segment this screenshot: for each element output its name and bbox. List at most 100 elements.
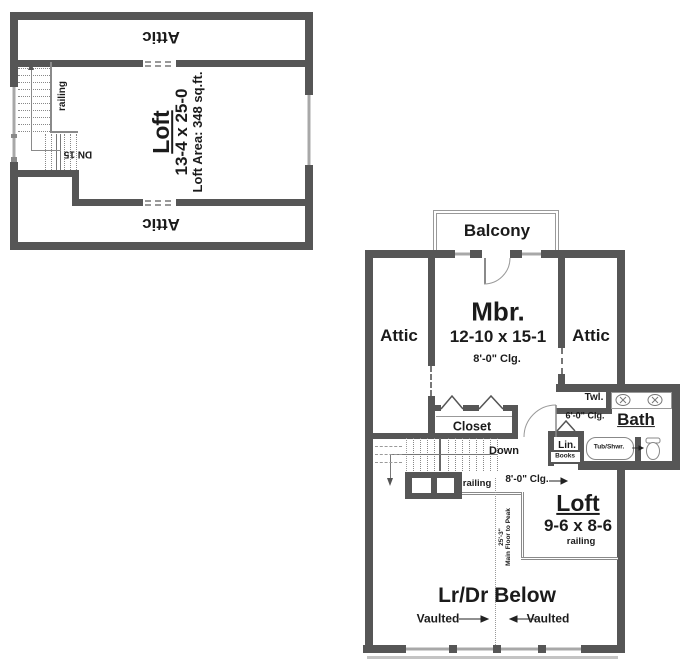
attic-label: Attic <box>142 27 180 47</box>
interior-wall <box>428 250 435 366</box>
closet-wall <box>503 405 517 411</box>
linen-wall <box>548 431 581 437</box>
bath-wall <box>606 392 612 414</box>
loft-title: Loft <box>148 110 175 154</box>
closet-label: Closet <box>452 419 492 434</box>
loft-dims: 9-6 x 8-6 <box>543 516 613 536</box>
bath-wall <box>635 437 641 461</box>
loft-title: Loft <box>556 489 600 516</box>
exterior-wall <box>581 645 625 653</box>
wall-opening-dashes <box>145 200 173 202</box>
attic-label: Attic <box>142 214 180 234</box>
tub-label: Tub/Shwr. <box>593 443 625 451</box>
door-leaf <box>484 258 486 284</box>
bath-label: Bath <box>617 410 655 430</box>
towel-label: Twl. <box>584 391 604 403</box>
exterior-wall <box>365 250 373 653</box>
bath-wall <box>672 384 680 470</box>
balcony-door-arc <box>483 257 511 285</box>
exterior-wall <box>510 250 522 258</box>
window <box>406 645 449 653</box>
window <box>305 95 313 165</box>
stair-tread <box>18 68 50 69</box>
linen-label: Lin. <box>558 439 576 451</box>
bath-wall <box>556 384 680 392</box>
stair-tread <box>497 438 498 471</box>
stair-direction-line <box>390 454 497 455</box>
window <box>457 645 493 653</box>
exterior-wall <box>541 250 625 258</box>
window <box>501 645 538 653</box>
exterior-wall <box>10 12 18 87</box>
exterior-wall <box>363 645 406 653</box>
wall-opening-dashes <box>145 65 173 67</box>
stair-tread <box>18 96 50 97</box>
exterior-wall <box>10 12 313 20</box>
ceiling-break-line <box>375 454 402 455</box>
books-label: Books <box>555 452 575 460</box>
window <box>10 87 18 162</box>
closet-wall <box>512 405 518 439</box>
attic-label: Attic <box>380 326 418 346</box>
stair-tread <box>70 134 71 170</box>
interior-wall <box>176 199 305 206</box>
railing-line <box>521 492 524 560</box>
interior-wall <box>72 170 79 206</box>
railing-label: railing <box>566 536 596 548</box>
tub-shower <box>586 437 634 460</box>
stair-tread <box>18 75 50 76</box>
window <box>546 645 581 653</box>
ceiling-break-line <box>375 462 402 463</box>
window-post <box>449 645 457 653</box>
exterior-wall <box>305 165 313 250</box>
window-post <box>538 645 546 653</box>
stair-tread <box>18 131 50 132</box>
interior-wall <box>10 170 79 177</box>
lower-level-line <box>367 656 618 659</box>
bath-ceiling-label: 6'-0" Clg. <box>565 410 605 421</box>
exterior-wall <box>305 12 313 95</box>
exterior-wall <box>365 250 455 258</box>
window-post <box>493 645 501 653</box>
closet-wall <box>430 405 441 411</box>
stair-tread <box>18 124 50 125</box>
ceiling-break-line <box>375 446 402 447</box>
interior-wall <box>558 374 565 384</box>
closet-wall <box>463 405 479 411</box>
loft-area: Loft Area: 348 sq.ft. <box>190 71 206 193</box>
stair-tread <box>18 117 50 118</box>
exterior-wall <box>10 242 313 250</box>
vaulted-label: Vaulted <box>416 611 460 626</box>
bath-wall <box>556 408 612 414</box>
wall-dashed-section <box>430 366 432 396</box>
bookshelf <box>549 450 582 464</box>
stair-tread <box>18 103 50 104</box>
down-arrow-icon <box>387 478 393 486</box>
master-title: Mbr. <box>471 296 525 327</box>
stair-direction-line <box>390 454 391 479</box>
stair-tread <box>64 134 65 170</box>
balcony-label: Balcony <box>463 221 531 241</box>
stair-tread <box>76 134 77 170</box>
stair-tread <box>18 82 50 83</box>
linen-wall <box>548 431 554 466</box>
wall-dashed-section <box>561 348 563 374</box>
stair-railing-line <box>50 62 52 132</box>
wall-opening-dashes <box>145 204 173 206</box>
exterior-wall <box>470 250 482 258</box>
ceiling-arrow-icon <box>549 477 569 485</box>
window-mullion <box>11 157 17 162</box>
stairs-down-label: Down <box>489 445 519 458</box>
stair-stringer-line <box>60 134 61 170</box>
loft-room-label: Loft 13-4 x 25-0 Loft Area: 348 sq.ft. <box>148 71 206 193</box>
vanity-counter <box>611 392 672 409</box>
window <box>522 250 541 258</box>
closet-rod-line <box>436 416 517 417</box>
stairs-down-label: DN 15 <box>63 148 93 160</box>
railing-label: railing <box>462 478 492 490</box>
wall-opening-dashes <box>145 61 173 63</box>
ridge-line <box>495 478 496 645</box>
stair-tread <box>18 89 50 90</box>
stair-direction-line <box>31 66 32 150</box>
